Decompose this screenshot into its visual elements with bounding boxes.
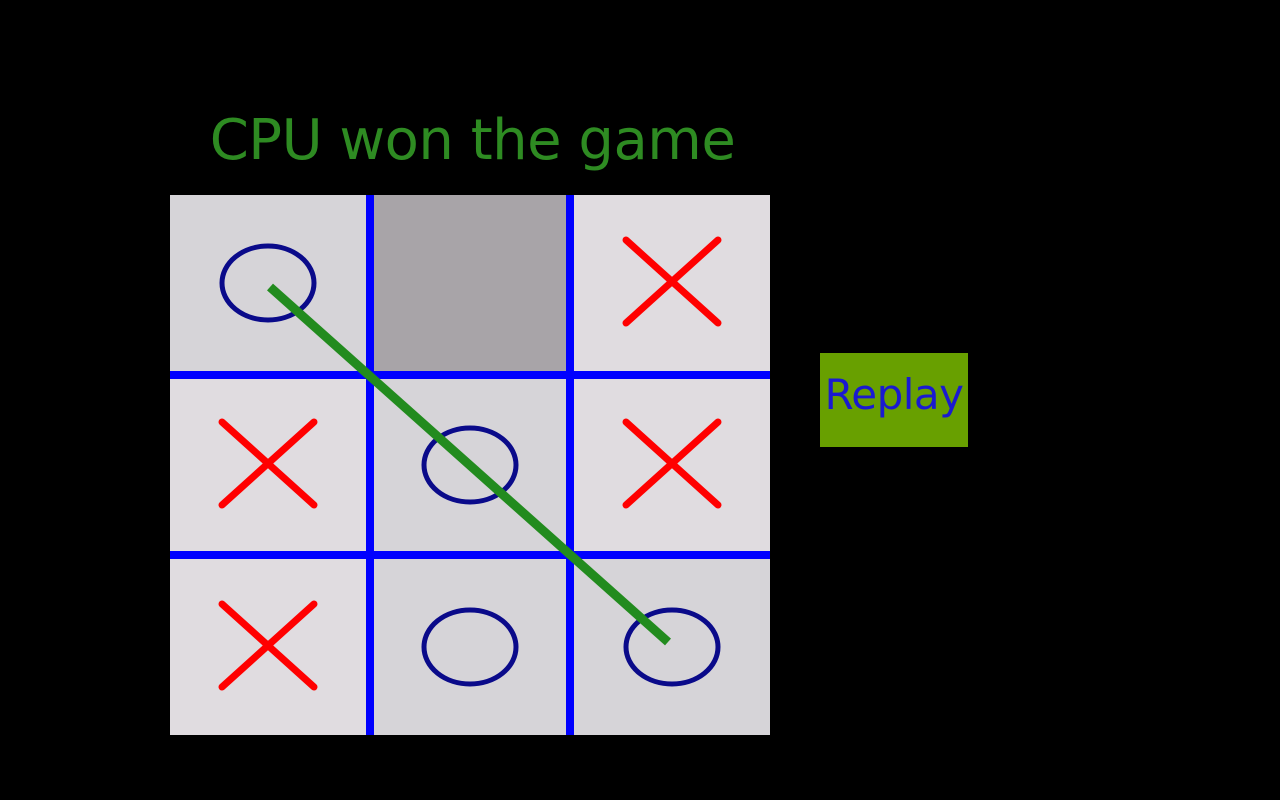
board-cell-r3c3[interactable] [574, 559, 770, 735]
board-cell-r1c2[interactable] [374, 195, 566, 371]
cross-icon [218, 600, 318, 691]
board-cell-r2c2[interactable] [374, 379, 566, 551]
board-cell-r3c2[interactable] [374, 559, 566, 735]
tic-tac-toe-board [170, 195, 770, 735]
circle-icon [421, 607, 519, 687]
board-cell-r2c1[interactable] [170, 379, 366, 551]
cross-icon [622, 236, 722, 327]
board-cell-r2c3[interactable] [574, 379, 770, 551]
cross-icon [218, 418, 318, 509]
circle-icon [219, 243, 317, 323]
board-cell-r3c1[interactable] [170, 559, 366, 735]
cross-icon [622, 418, 722, 509]
board-cell-r1c3[interactable] [574, 195, 770, 371]
board-cell-r1c1[interactable] [170, 195, 366, 371]
circle-icon [421, 425, 519, 505]
game-status-message: CPU won the game [209, 108, 736, 173]
circle-icon [623, 607, 721, 687]
replay-button[interactable]: Replay [820, 353, 968, 447]
